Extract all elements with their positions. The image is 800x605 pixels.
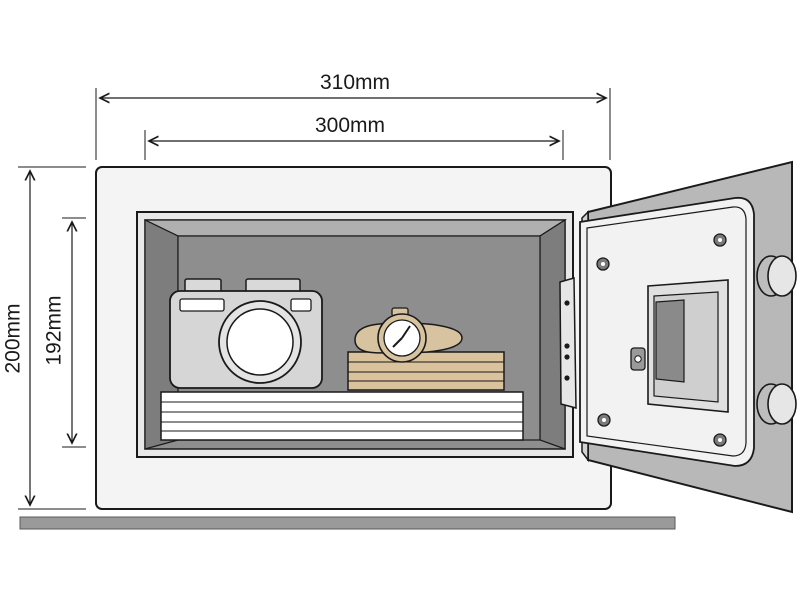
keypad-icon — [630, 279, 729, 413]
camera-icon — [169, 278, 323, 389]
door-hinge — [559, 277, 577, 409]
dimension-outer-height — [18, 166, 86, 510]
locking-bolt-top — [756, 255, 797, 297]
outer-height-label: 200mm — [1, 303, 25, 374]
document-stack — [160, 391, 524, 441]
dimension-inner-width — [144, 130, 564, 160]
jewelry-box — [347, 351, 505, 391]
watch-icon — [354, 307, 463, 363]
dimension-inner-height — [62, 217, 86, 448]
dimension-outer-width — [95, 88, 611, 160]
floor-base — [19, 516, 676, 530]
locking-bolt-bottom — [756, 383, 797, 425]
inner-height-label: 192mm — [42, 295, 66, 366]
outer-width-label: 310mm — [319, 71, 391, 94]
inner-width-label: 300mm — [314, 114, 386, 137]
